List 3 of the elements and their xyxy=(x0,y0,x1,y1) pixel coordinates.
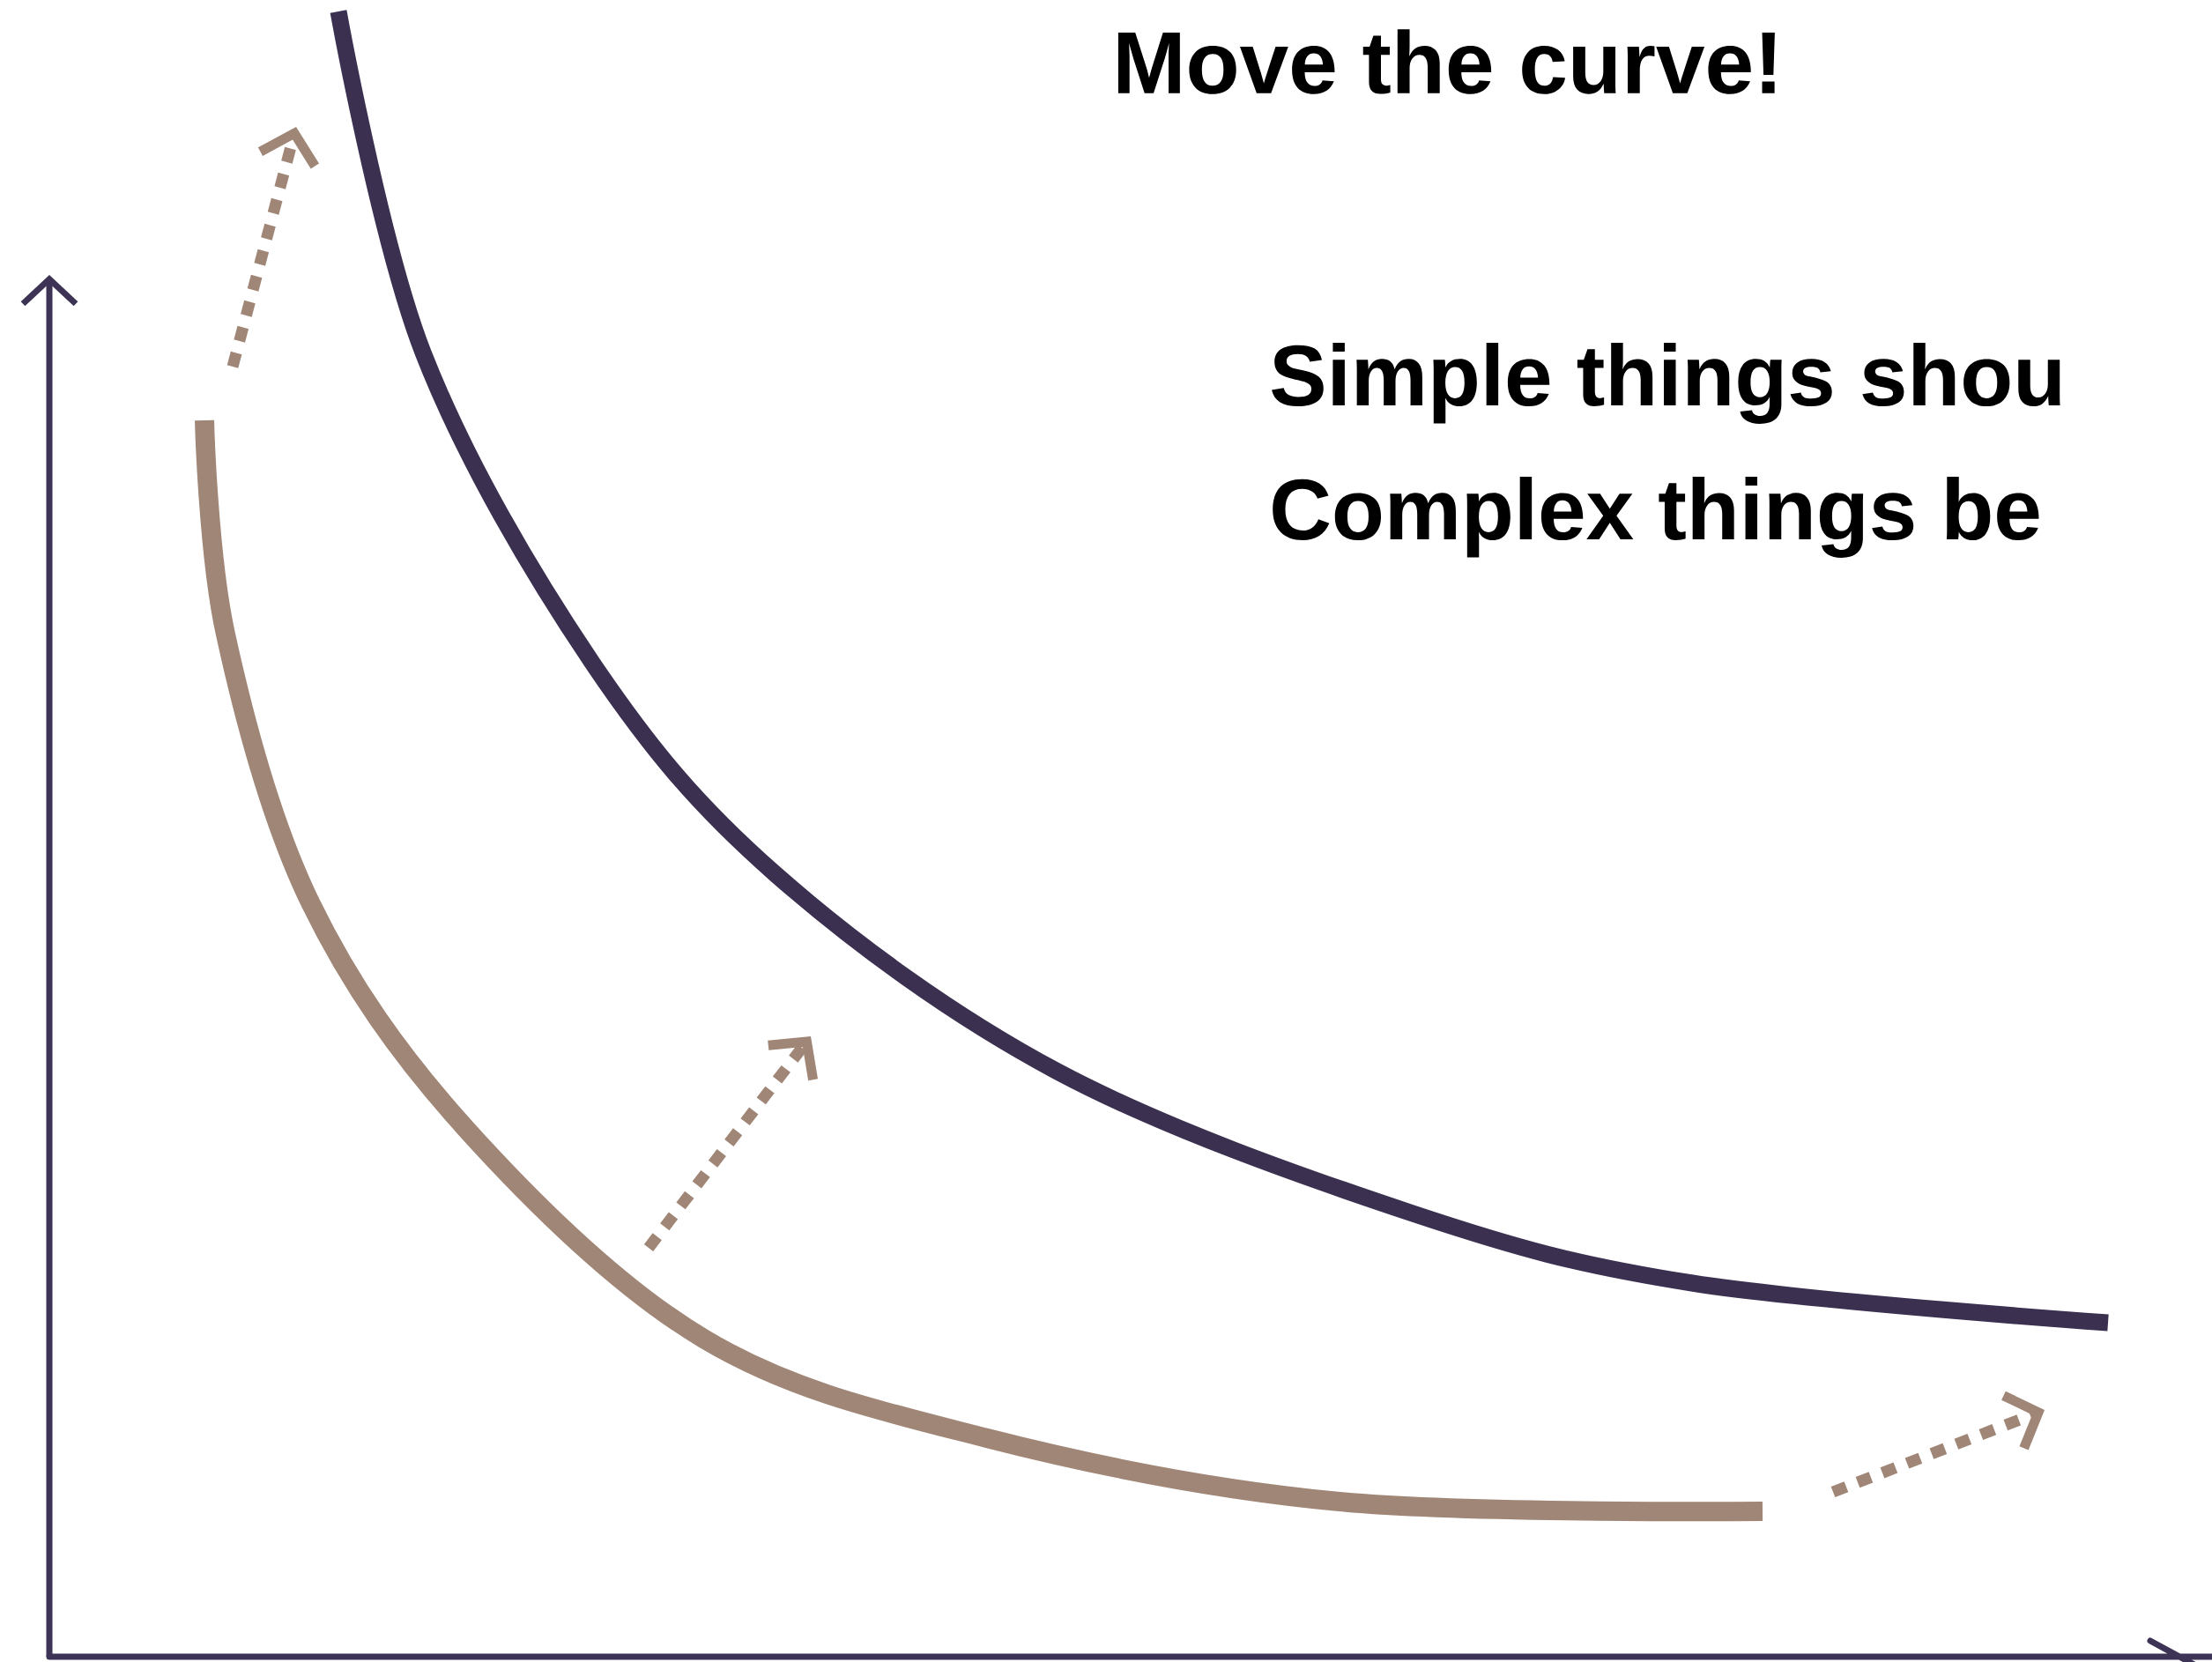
title: Move the curve! xyxy=(1117,29,1775,94)
headline: Complex things be xyxy=(1273,477,2039,558)
headline: Simple things shou xyxy=(1272,343,2060,424)
